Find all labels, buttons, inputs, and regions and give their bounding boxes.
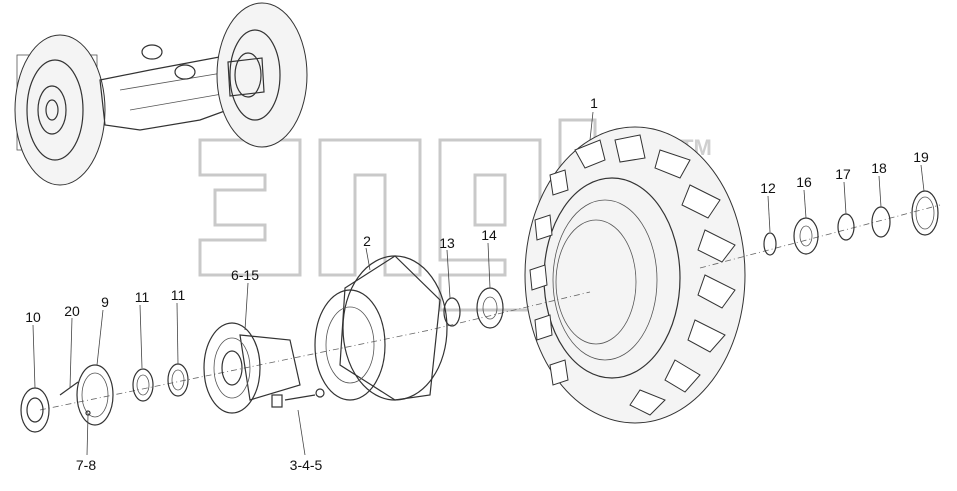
tire-part-1: [524, 126, 746, 424]
assembled-axle-illustration: [14, 2, 308, 186]
callout-14: 14: [481, 227, 497, 243]
leader-lines: [32, 111, 925, 456]
callout-18: 18: [871, 160, 887, 176]
callout-12: 12: [760, 180, 776, 196]
callout-3-4-5: 3-4-5: [290, 457, 323, 473]
callout-9: 9: [101, 294, 109, 310]
hub-part-6-15: [203, 322, 301, 414]
callout-17: 17: [835, 166, 851, 182]
seal-bearing-parts-13-14: [443, 287, 504, 329]
callout-13: 13: [439, 235, 455, 251]
callout-labels: 1 2 3-4-5 6-15 7-8 9 10 11 11 12 13 14 1…: [25, 95, 929, 473]
callout-11-b: 11: [171, 287, 186, 303]
hub-cap-part-10: [20, 387, 50, 433]
callout-7-8: 7-8: [76, 457, 96, 473]
callout-10: 10: [25, 309, 41, 325]
callout-2: 2: [363, 233, 371, 249]
bearing-parts-11: [132, 363, 189, 402]
callout-19: 19: [913, 149, 929, 165]
right-side-parts-stack: [763, 190, 939, 256]
callout-6-15: 6-15: [231, 267, 259, 283]
callout-20: 20: [64, 303, 80, 319]
callout-11-a: 11: [135, 289, 150, 305]
centre-axis: [39, 204, 941, 411]
callout-1: 1: [590, 95, 598, 111]
wheel-rim-part-2: [314, 255, 448, 401]
gasket-part-9: [76, 364, 114, 426]
callout-16: 16: [796, 174, 812, 190]
stud-part-3-4-5: [271, 388, 325, 408]
